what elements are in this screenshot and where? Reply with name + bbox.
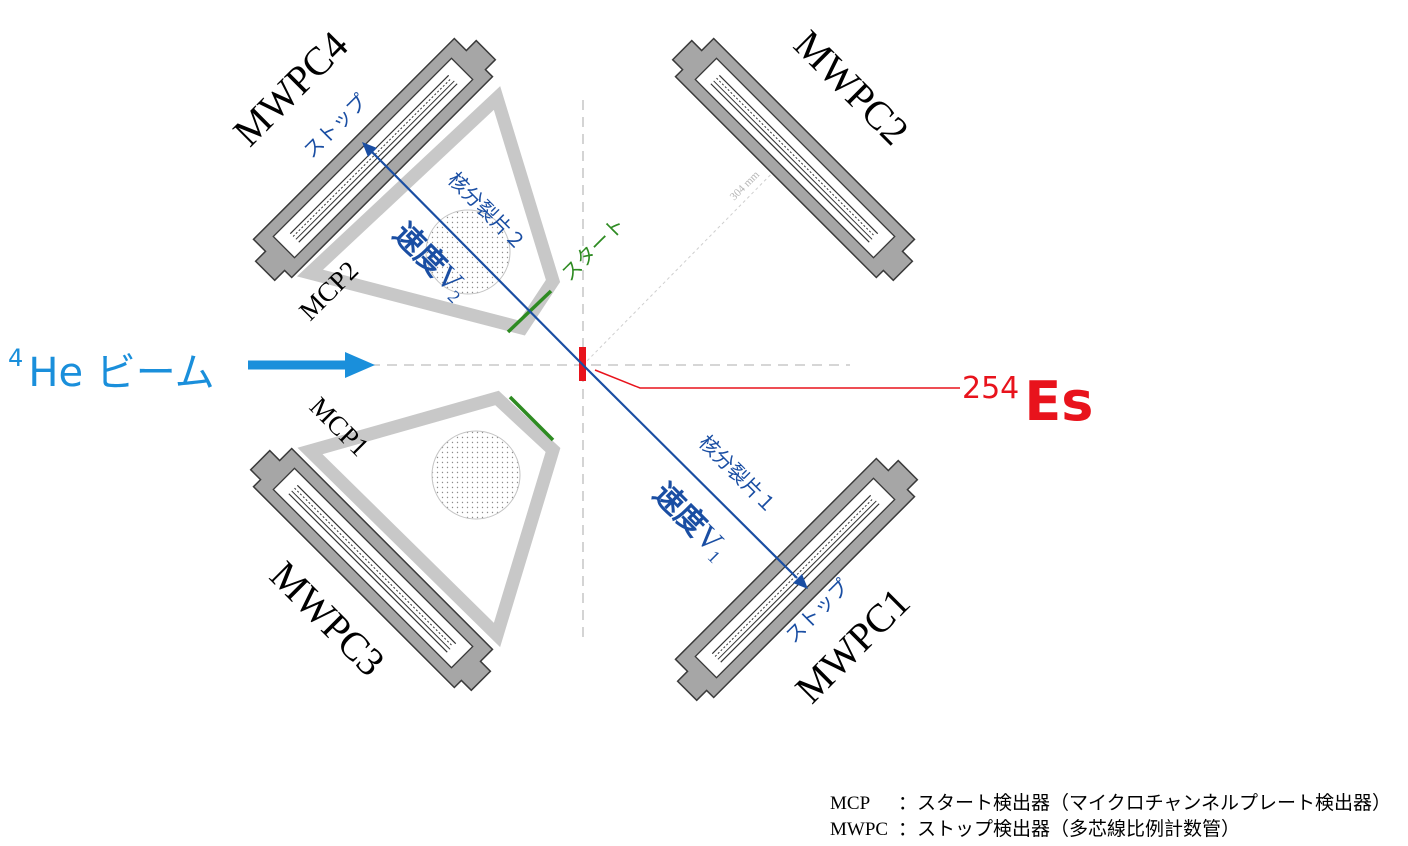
target-element: Es xyxy=(1024,370,1093,433)
mcp1-frame xyxy=(297,390,561,648)
legend-mcp-term: MCP xyxy=(830,793,870,814)
mcp2-foil xyxy=(425,209,511,295)
beam-mass-number: 4 xyxy=(8,344,23,372)
distance-guide-line xyxy=(582,154,791,366)
target-label: 254 Es xyxy=(962,370,1093,433)
mwpc1-chamber xyxy=(664,447,926,709)
fragment-2-arrowhead xyxy=(362,142,377,157)
beam-name: He ビーム xyxy=(28,350,214,396)
legend: MCP ：スタート検出器（マイクロチャンネルプレート検出器） MWPC ：ストッ… xyxy=(830,792,1391,840)
legend-mcp-desc: ：スタート検出器（マイクロチャンネルプレート検出器） xyxy=(898,792,1391,814)
mcp1-foil xyxy=(431,430,521,520)
mcp2-frame xyxy=(296,86,561,336)
velocity-1-label: 速度V1 xyxy=(645,475,737,567)
target-mass-number: 254 xyxy=(962,371,1019,406)
fragment-2-trajectory xyxy=(370,150,584,366)
target-leader-line xyxy=(594,369,960,389)
mcp1-start-detector xyxy=(508,395,555,442)
distance-label: 304 mm xyxy=(728,168,763,203)
fragment-1-trajectory xyxy=(582,364,798,579)
mwpc2-chamber xyxy=(664,27,926,289)
beam-arrowhead xyxy=(345,352,375,378)
fragment-1-label: 核分裂片１ xyxy=(694,430,782,518)
fragment-1-arrowhead xyxy=(793,574,808,589)
start-label: スタート xyxy=(556,212,630,286)
beam-label: 4 He ビーム xyxy=(8,344,215,396)
legend-mwpc-desc: ：ストップ検出器（多芯線比例計数管） xyxy=(898,818,1240,840)
legend-mwpc-term: MWPC xyxy=(830,819,888,840)
